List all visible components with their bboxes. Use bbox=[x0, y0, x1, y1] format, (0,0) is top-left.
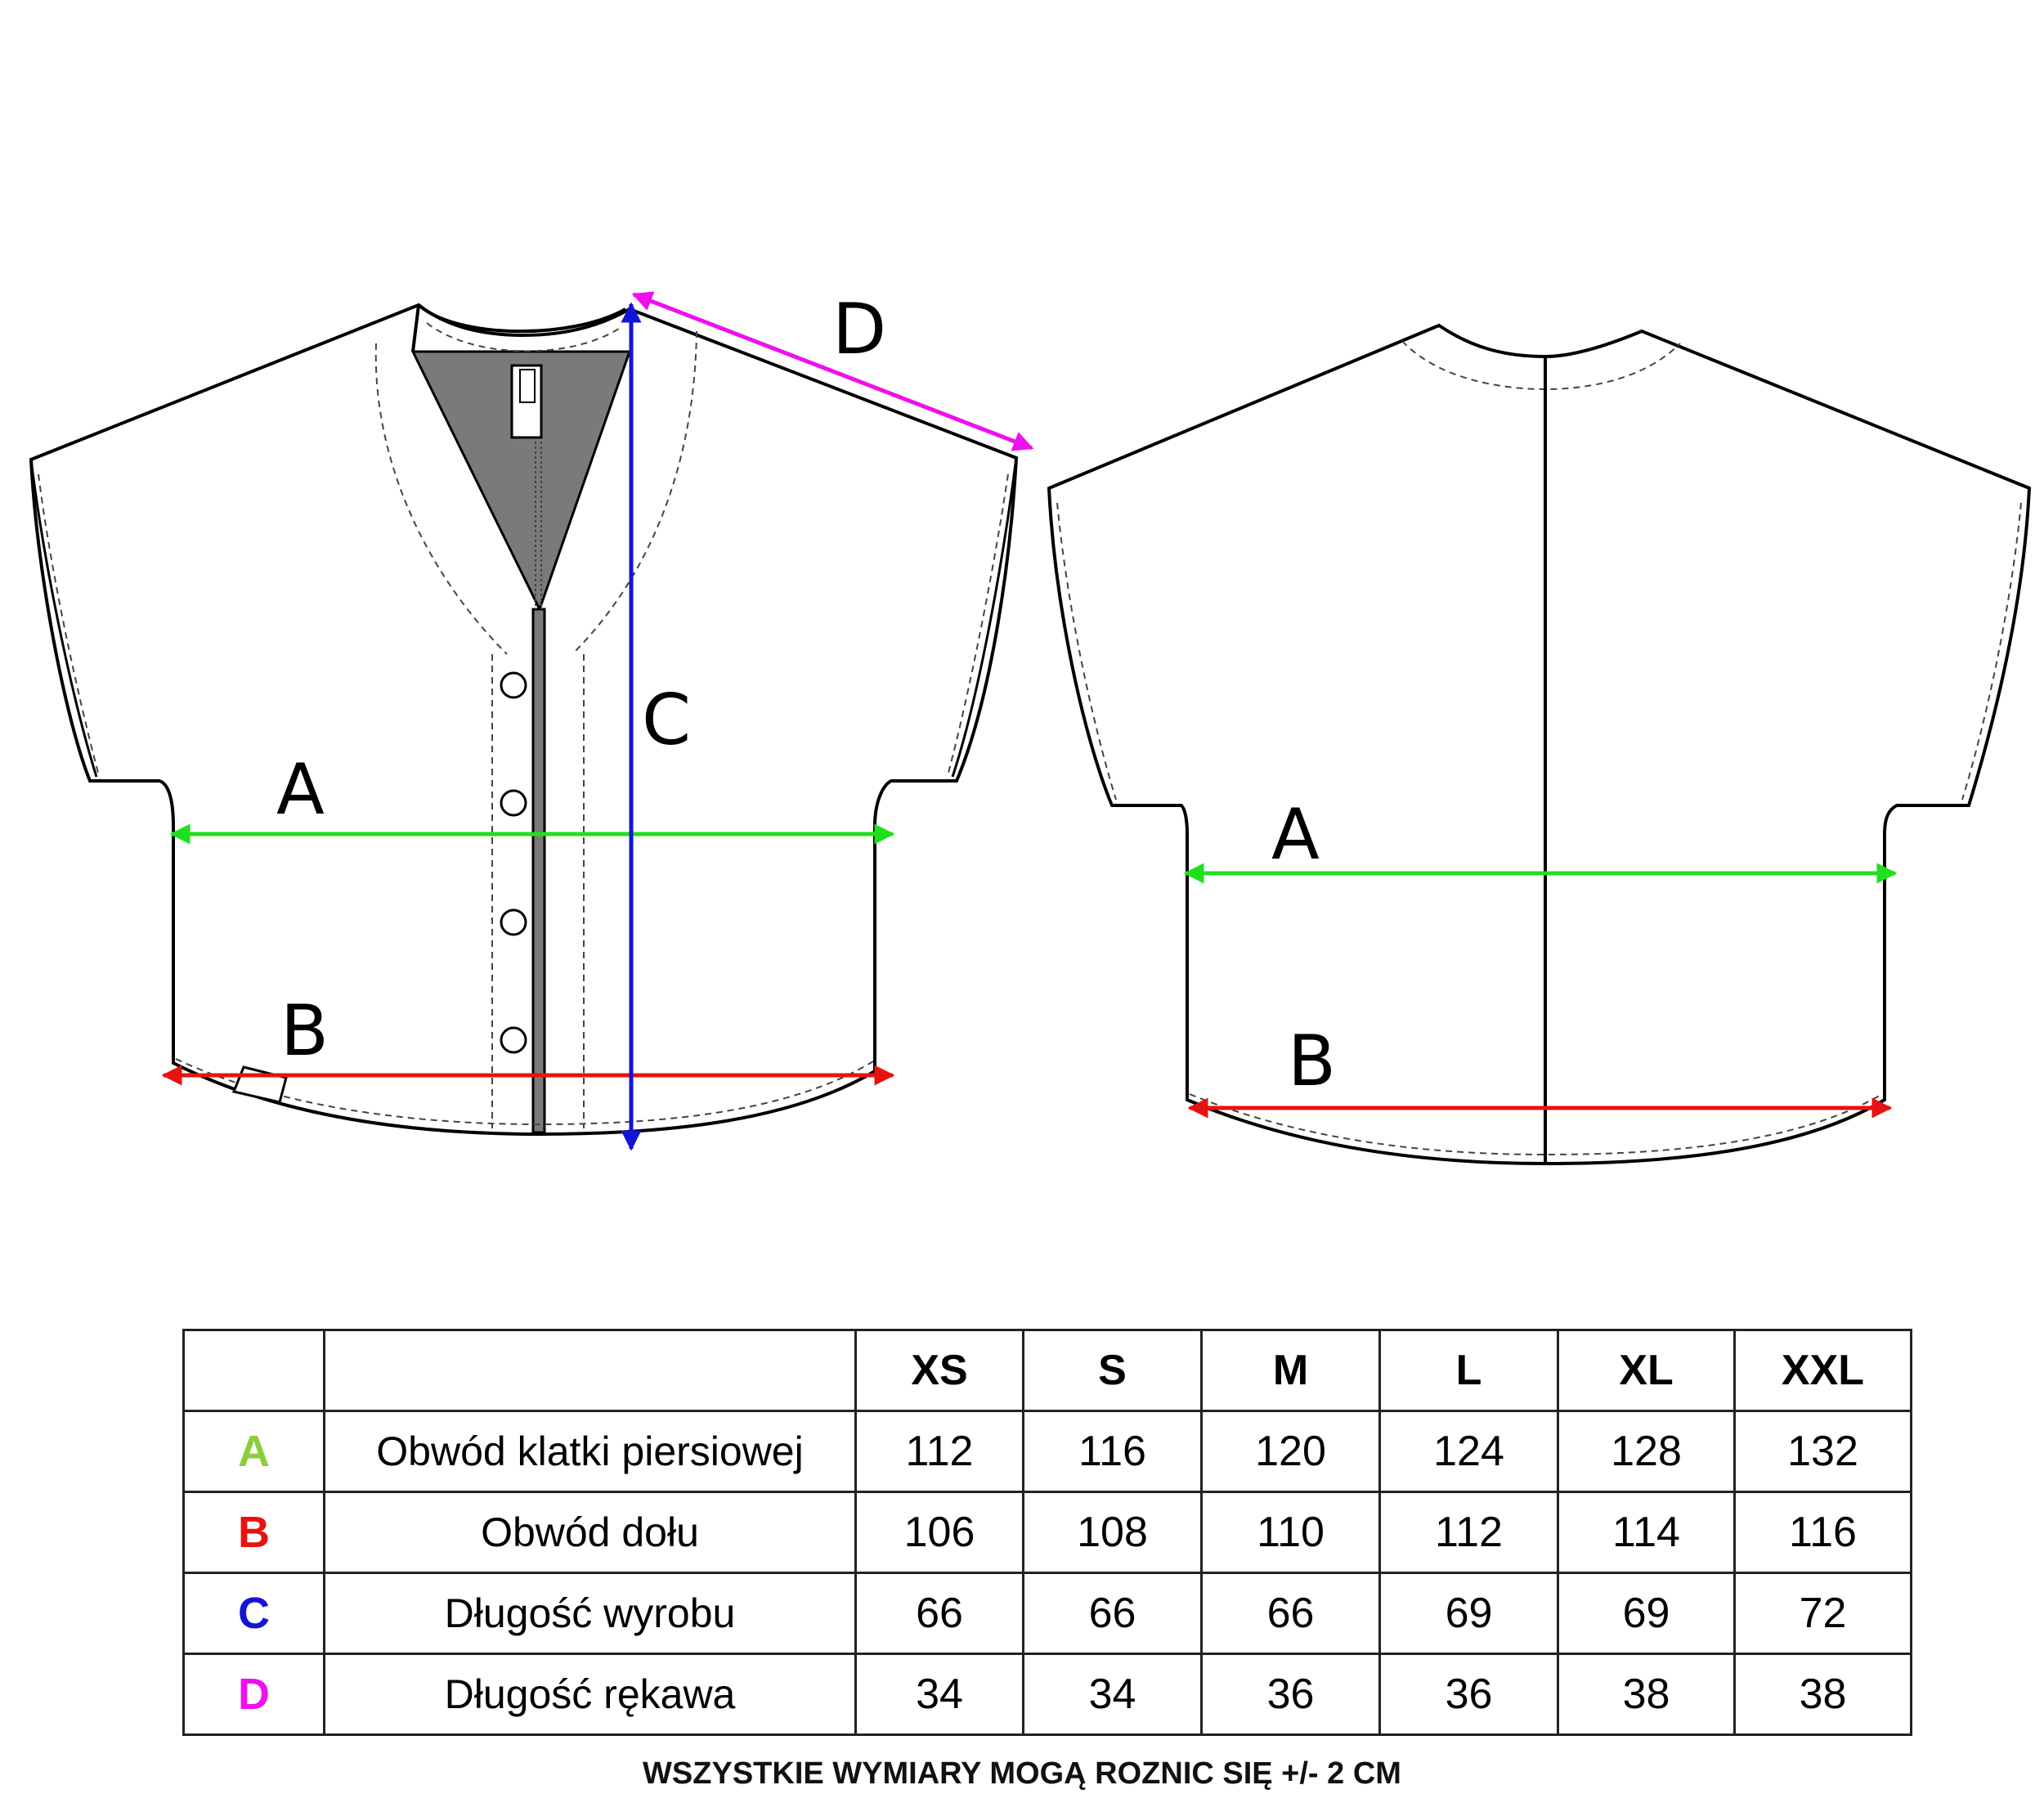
header-size-xs: XS bbox=[854, 1329, 1024, 1412]
garment-diagram: A B C D A B bbox=[29, 289, 2032, 1166]
table-row-A: A Obwód klatki piersiowej 112 116 120 12… bbox=[182, 1410, 1912, 1493]
cell-B-xxl: 116 bbox=[1733, 1491, 1912, 1574]
cell-B-m: 110 bbox=[1200, 1491, 1381, 1574]
cell-D-xs: 34 bbox=[854, 1653, 1024, 1736]
front-arrow-D bbox=[631, 291, 1034, 451]
cell-D-xl: 38 bbox=[1557, 1653, 1736, 1736]
table-row-D: D Długość rękawa 34 34 36 36 38 38 bbox=[182, 1653, 1912, 1736]
table-row-C: C Długość wyrobu 66 66 66 69 69 72 bbox=[182, 1572, 1912, 1655]
front-garment bbox=[29, 303, 1019, 1137]
cell-B-xs: 106 bbox=[854, 1491, 1024, 1574]
header-size-xl: XL bbox=[1557, 1329, 1736, 1412]
header-size-xxl: XXL bbox=[1733, 1329, 1912, 1412]
cell-A-s: 116 bbox=[1022, 1410, 1203, 1493]
front-label-D: D bbox=[832, 289, 886, 370]
row-code-D: D bbox=[182, 1653, 325, 1736]
front-label-B: B bbox=[280, 990, 329, 1072]
cell-A-xl: 128 bbox=[1557, 1410, 1736, 1493]
footnote: WSZYSTKIE WYMIARY MOGĄ ROZNIC SIĘ +/- 2 … bbox=[643, 1756, 1401, 1791]
row-code-C: C bbox=[182, 1572, 325, 1655]
cell-D-xxl: 38 bbox=[1733, 1653, 1912, 1736]
cell-D-s: 34 bbox=[1022, 1653, 1203, 1736]
cell-C-xl: 69 bbox=[1557, 1572, 1736, 1655]
back-label-B: B bbox=[1288, 1020, 1336, 1102]
row-name-D: Długość rękawa bbox=[323, 1653, 857, 1736]
row-code-A: A bbox=[182, 1410, 325, 1493]
cell-C-s: 66 bbox=[1022, 1572, 1203, 1655]
row-name-B: Obwód dołu bbox=[323, 1491, 857, 1574]
header-cell-code bbox=[182, 1329, 325, 1412]
header-cell-name bbox=[323, 1329, 857, 1412]
size-table: XS S M L XL XXL A Obwód klatki piersiowe… bbox=[182, 1329, 1912, 1736]
cell-C-m: 66 bbox=[1200, 1572, 1381, 1655]
button bbox=[500, 789, 527, 817]
cell-C-l: 69 bbox=[1378, 1572, 1559, 1655]
front-outline bbox=[29, 303, 1019, 1137]
cell-B-s: 108 bbox=[1022, 1491, 1203, 1574]
button bbox=[500, 908, 527, 936]
header-size-m: M bbox=[1200, 1329, 1381, 1412]
row-name-C: Długość wyrobu bbox=[323, 1572, 857, 1655]
cell-C-xxl: 72 bbox=[1733, 1572, 1912, 1655]
size-header-row: XS S M L XL XXL bbox=[182, 1329, 1912, 1412]
back-garment bbox=[1047, 323, 2032, 1166]
button bbox=[500, 671, 527, 699]
header-size-s: S bbox=[1022, 1329, 1203, 1412]
cell-A-l: 124 bbox=[1378, 1410, 1559, 1493]
cell-A-xs: 112 bbox=[854, 1410, 1024, 1493]
cell-C-xs: 66 bbox=[854, 1572, 1024, 1655]
cell-D-m: 36 bbox=[1200, 1653, 1381, 1736]
cell-D-l: 36 bbox=[1378, 1653, 1559, 1736]
cell-B-xl: 114 bbox=[1557, 1491, 1736, 1574]
header-size-l: L bbox=[1378, 1329, 1559, 1412]
table-row-B: B Obwód dołu 106 108 110 112 114 116 bbox=[182, 1491, 1912, 1574]
button bbox=[500, 1026, 527, 1054]
hem-tab bbox=[231, 1065, 288, 1104]
front-label-A: A bbox=[276, 749, 325, 831]
cell-A-m: 120 bbox=[1200, 1410, 1381, 1493]
back-outline bbox=[1047, 323, 2032, 1166]
cell-B-l: 112 bbox=[1378, 1491, 1559, 1574]
cell-A-xxl: 132 bbox=[1733, 1410, 1912, 1493]
row-name-A: Obwód klatki piersiowej bbox=[323, 1410, 857, 1493]
front-zipper-strip bbox=[531, 608, 546, 1134]
back-label-A: A bbox=[1271, 794, 1320, 876]
row-code-B: B bbox=[182, 1491, 325, 1574]
front-label-C: C bbox=[642, 679, 691, 761]
